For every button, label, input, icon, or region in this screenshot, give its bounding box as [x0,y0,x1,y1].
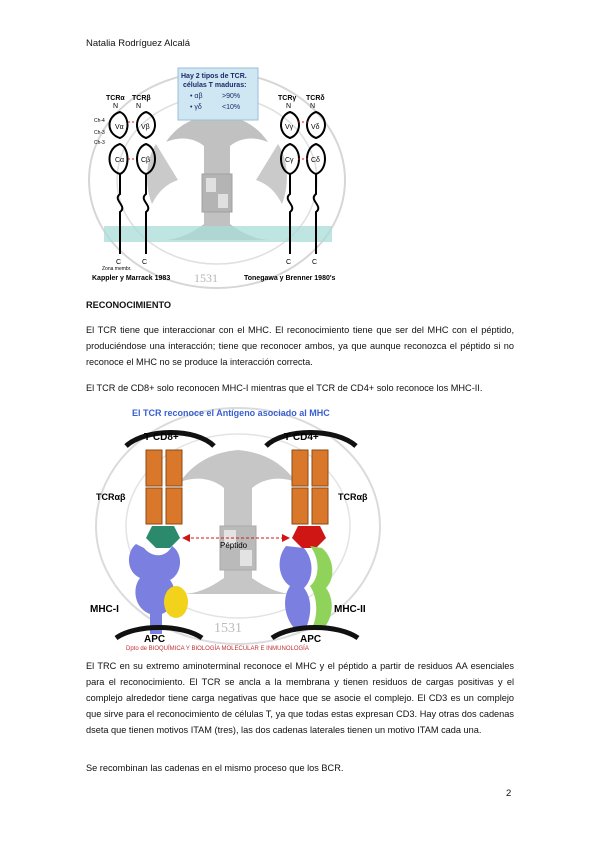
tcr-structure-figure: 1531 Hay 2 tipos de TCR. células T madur… [88,67,346,289]
tcr-left [145,449,183,548]
apc-membrane-right [270,625,360,641]
svg-text:N: N [113,103,118,110]
svg-text:C: C [286,259,291,266]
svg-text:Hay 2 tipos de TCR.: Hay 2 tipos de TCR. [181,73,247,80]
tcr-alpha-beta-chains: TCRα TCRβ N N Vα Vβ Cα Cβ Ch-4 Ch-3 Ch-3… [94,95,156,272]
svg-text:Vδ: Vδ [311,124,320,131]
apc-left-label: APC [144,634,165,645]
svg-text:>90%: >90% [222,93,240,100]
apc-membrane-left [114,625,204,641]
svg-text:Vα: Vα [115,124,124,131]
svg-text:Vγ: Vγ [285,124,294,131]
tcr-mhc-recognition-figure: 1531 El TCR reconoce el Antígeno asociad… [90,407,381,652]
tcr-left-label: TCRαβ [96,492,126,502]
svg-text:• αβ: • αβ [190,93,202,100]
tcr-right-label: TCRαβ [338,492,368,502]
svg-text:C: C [312,259,317,266]
svg-text:Zona membr.: Zona membr. [102,266,131,272]
svg-text:Cβ: Cβ [141,157,150,164]
svg-text:células T maduras:: células T maduras: [183,82,246,89]
credit-left: Kappler y Marrack 1983 [92,275,170,282]
svg-text:Péptido: Péptido [220,541,248,550]
paragraph-4: Se recombinan las cadenas en el mismo pr… [86,763,344,773]
paragraph-3: El TRC en su extremo aminoterminal recon… [86,661,514,735]
section-title: RECONOCIMIENTO [86,300,172,310]
svg-text:TCRγ: TCRγ [278,95,296,102]
svg-text:Cα: Cα [115,157,124,164]
mhc-class-1 [128,544,188,634]
svg-text:TCRβ: TCRβ [132,95,151,102]
svg-text:Ch-3: Ch-3 [94,130,105,136]
svg-text:Cγ: Cγ [285,157,294,164]
svg-text:<10%: <10% [222,104,240,111]
university-seal-watermark: 1531 [88,71,346,289]
mhc1-label: MHC-I [90,604,119,615]
credit-right: Tonegawa y Brenner 1980's [244,275,336,282]
page-header-author: Natalia Rodríguez Alcalá [86,38,191,49]
svg-text:N: N [136,103,141,110]
svg-text:1531: 1531 [214,621,242,636]
figure2-footer: Dpto de BIOQUÍMICA Y BIOLOGÍA MOLECULAR … [126,645,309,652]
tcr-gamma-delta-chains: TCRγ TCRδ N N Vγ Vδ Cγ Cδ C C [278,95,326,266]
svg-text:N: N [310,103,315,110]
svg-text:C: C [116,259,121,266]
svg-text:TCRα: TCRα [106,95,125,102]
paragraph-1: El TCR tiene que interaccionar con el MH… [86,325,514,367]
apc-right-label: APC [300,634,321,645]
mhc-class-2 [279,546,333,628]
svg-text:TCRδ: TCRδ [306,95,325,102]
t-cell-membrane-left [124,430,216,448]
cd8-label: T CD8+ [144,432,179,443]
page-number: 2 [506,788,512,799]
svg-text:Ch-3: Ch-3 [94,140,105,146]
svg-text:C: C [142,259,147,266]
mhc2-label: MHC-II [334,604,366,615]
cd4-label: T CD4+ [284,432,319,443]
svg-text:Cδ: Cδ [311,157,320,164]
t-cell-membrane-right [264,430,358,448]
svg-text:Vβ: Vβ [141,124,150,131]
paragraph-2: El TCR de CD8+ solo reconocen MHC-I mien… [86,383,483,393]
tcr-right [291,449,329,548]
svg-text:N: N [286,103,291,110]
callout-box: Hay 2 tipos de TCR. células T maduras: •… [177,67,259,121]
figure2-title: El TCR reconoce el Antígeno asociado al … [132,408,330,418]
svg-text:Ch-4: Ch-4 [94,118,105,124]
university-seal-watermark: 1531 [95,407,381,645]
svg-text:1531: 1531 [194,271,218,285]
membrane-band [104,226,332,242]
svg-text:• γδ: • γδ [190,104,202,111]
peptide-arrow: Péptido [182,534,290,550]
